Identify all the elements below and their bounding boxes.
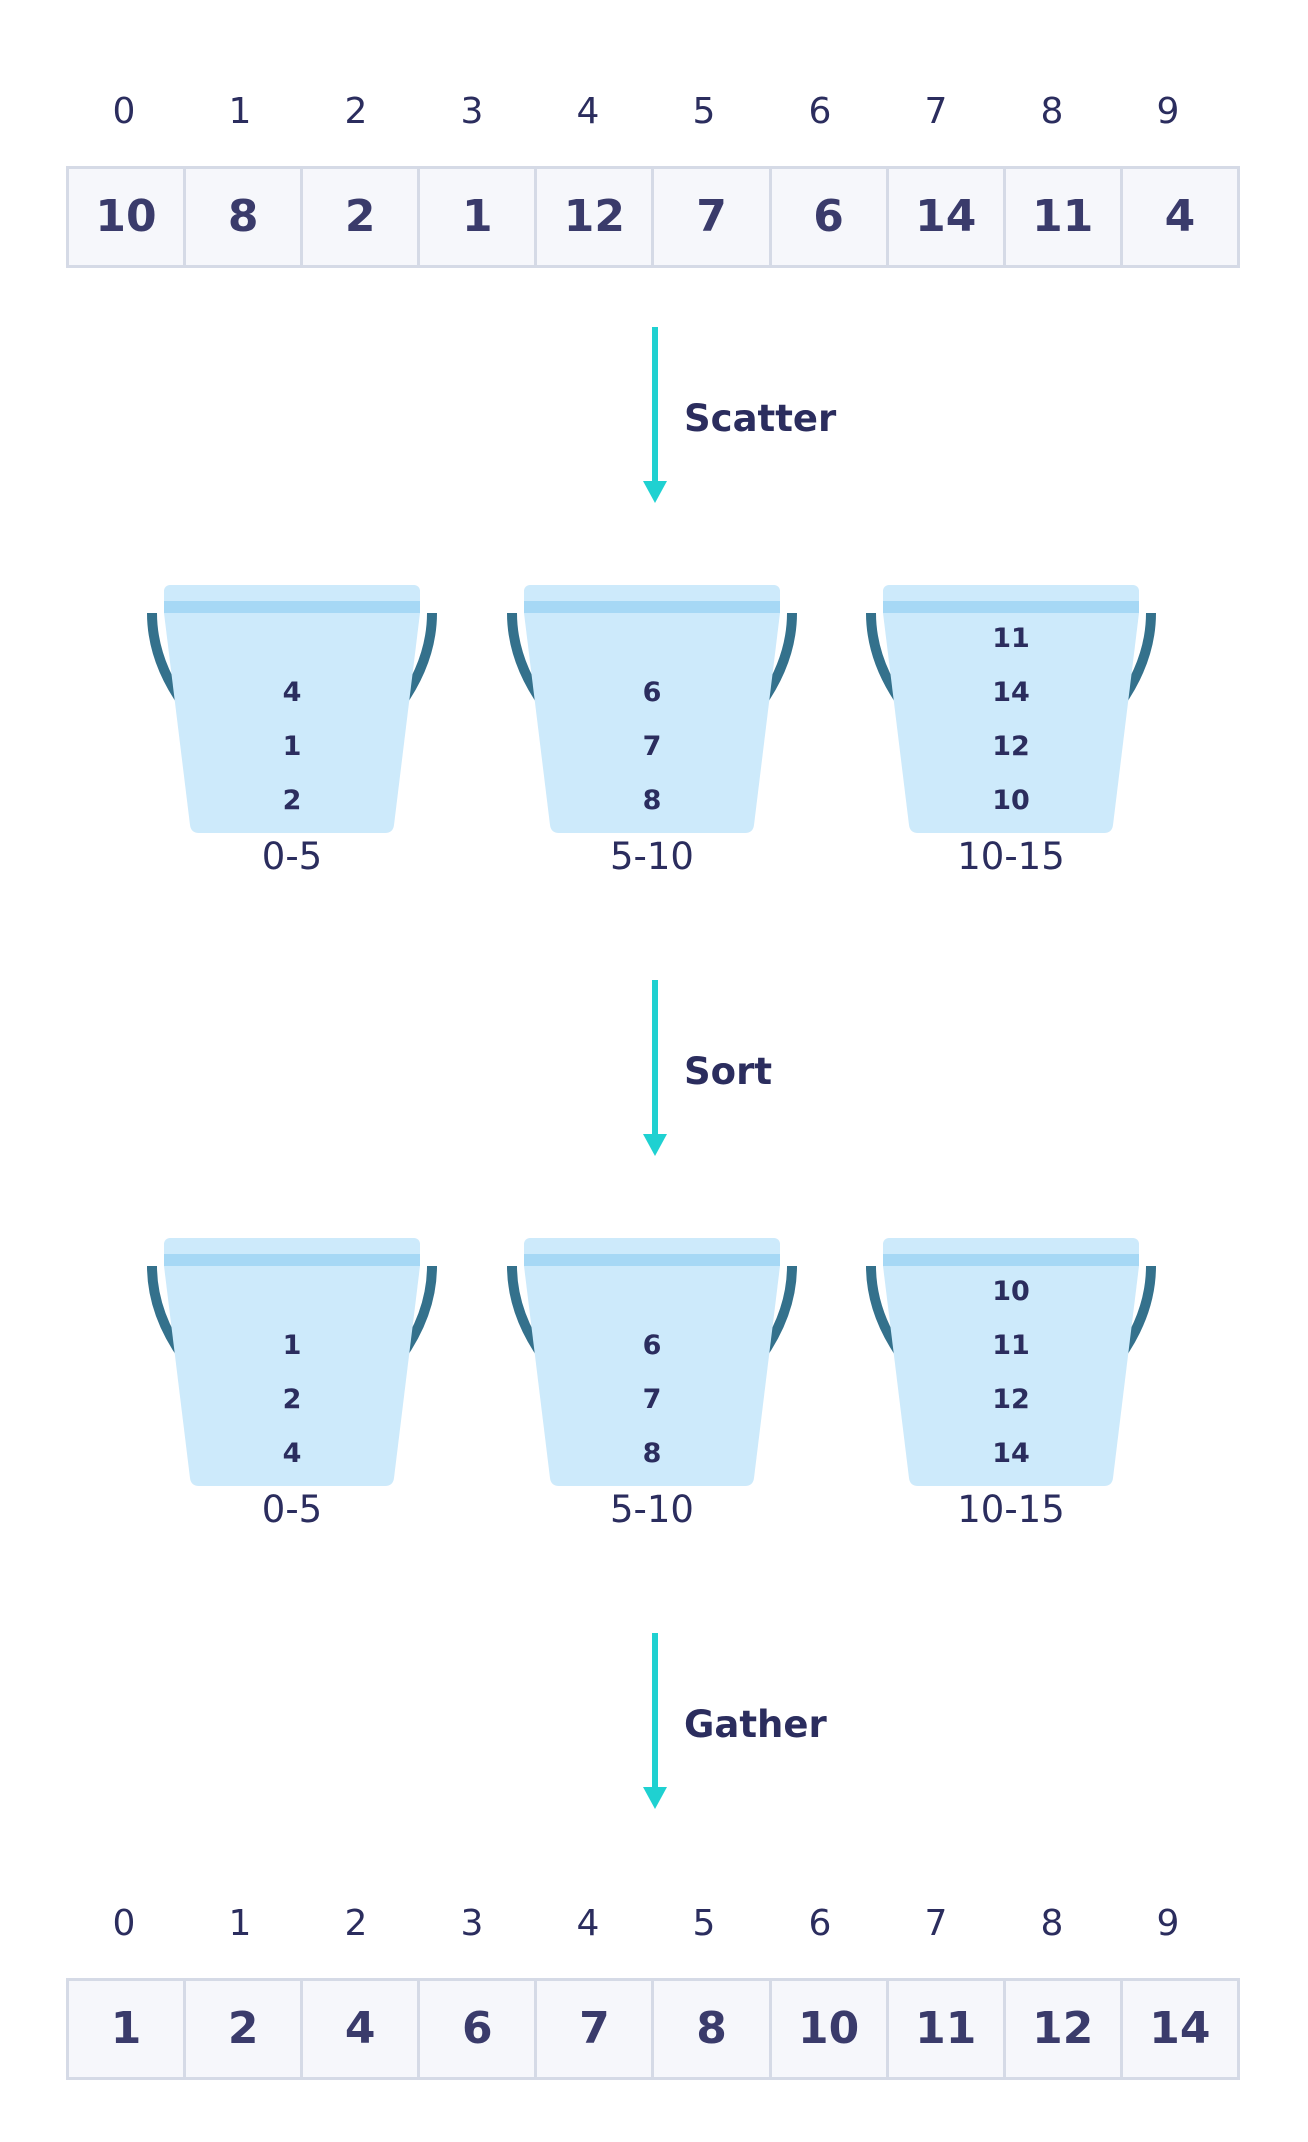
gather-label: Gather <box>684 1703 827 1746</box>
array-cells: 10 8 2 1 12 7 6 14 11 4 <box>66 166 1240 268</box>
bucket-range-label: 0-5 <box>261 835 323 878</box>
array-cell: 4 <box>1164 191 1196 242</box>
bucket-value: 4 <box>282 1438 302 1469</box>
bucket-0-5: 4 1 2 0-5 <box>142 585 442 885</box>
bucket-range-label: 5-10 <box>610 1488 694 1531</box>
index-label: 1 <box>228 1903 252 1944</box>
bucket-value: 10 <box>992 1276 1030 1307</box>
bucket-values: 10 11 12 14 <box>861 1271 1161 1481</box>
index-row: 0 1 2 3 4 5 6 7 8 9 <box>66 1894 1240 1954</box>
scatter-label: Scatter <box>684 397 837 440</box>
bucket-icon <box>866 1238 1156 1486</box>
index-label: 7 <box>924 91 948 132</box>
bucket-value: 10 <box>992 785 1030 816</box>
bucket-value: 12 <box>992 731 1030 762</box>
array-cell: 2 <box>303 169 421 265</box>
index-label: 9 <box>1156 91 1180 132</box>
array-cell: 4 <box>303 1981 421 2077</box>
sort-label: Sort <box>684 1050 773 1093</box>
bucket-value: 11 <box>992 623 1030 654</box>
bucket-range-label: 0-5 <box>261 1488 323 1531</box>
bucket-value: 11 <box>992 1330 1030 1361</box>
bucket-icon <box>147 585 437 833</box>
bucket-range-label: 10-15 <box>957 835 1065 878</box>
index-label: 4 <box>576 91 600 132</box>
array-cell: 10 <box>69 169 187 265</box>
bucket-values: 6 7 8 <box>502 618 802 828</box>
array-cell: 6 <box>772 169 889 265</box>
bucket-range-label: 5-10 <box>610 835 694 878</box>
index-label: 6 <box>808 1903 832 1944</box>
bucket-value: 6 <box>642 1330 662 1361</box>
index-label: 7 <box>924 1903 948 1944</box>
array-cell: 8 <box>186 169 304 265</box>
index-label: 3 <box>460 1903 484 1944</box>
bucket-icon <box>147 1238 437 1486</box>
index-label: 2 <box>344 91 368 132</box>
bucket-5-10: 6 7 8 5-10 <box>502 585 802 885</box>
bucket-value: 14 <box>992 1438 1030 1469</box>
array-cell: 2 <box>186 1981 304 2077</box>
array-cell: 12 <box>537 169 655 265</box>
bucket-value: 8 <box>642 785 662 816</box>
sorted-bucket-5-10: 6 7 8 5-10 <box>502 1238 802 1538</box>
bucket-value: 7 <box>642 1384 662 1415</box>
bucket-value: 14 <box>992 677 1030 708</box>
bucket-values: 4 1 2 <box>142 618 442 828</box>
array-cell: 14 <box>889 169 1006 265</box>
array-cell: 7 <box>537 1981 655 2077</box>
index-row: 0 1 2 3 4 5 6 7 8 9 <box>66 82 1240 142</box>
bucket-range-label: 10-15 <box>957 1488 1065 1531</box>
bucket-value: 2 <box>282 785 302 816</box>
bucket-values: 1 2 4 <box>142 1271 442 1481</box>
index-label: 8 <box>1040 1903 1064 1944</box>
array-cell: 1 <box>69 1981 187 2077</box>
bucket-value: 1 <box>282 1330 302 1361</box>
index-label: 4 <box>576 1903 600 1944</box>
bucket-icon <box>507 585 797 833</box>
index-label: 1 <box>228 91 252 132</box>
index-label: 3 <box>460 91 484 132</box>
array-cell: 11 <box>889 1981 1006 2077</box>
sorted-bucket-0-5: 1 2 4 0-5 <box>142 1238 442 1538</box>
index-label: 0 <box>112 1903 136 1944</box>
array-cells: 1 2 4 6 7 8 10 11 12 14 <box>66 1978 1240 2080</box>
bucket-value: 7 <box>642 731 662 762</box>
index-label: 9 <box>1156 1903 1180 1944</box>
bucket-values: 11 14 12 10 <box>861 618 1161 828</box>
input-array: 0 1 2 3 4 5 6 7 8 9 10 8 2 1 12 7 6 14 1… <box>66 82 1240 268</box>
array-cell: 14 <box>1149 2003 1211 2054</box>
bucket-value: 6 <box>642 677 662 708</box>
index-label: 2 <box>344 1903 368 1944</box>
array-cell: 7 <box>654 169 772 265</box>
array-cell: 11 <box>1006 169 1123 265</box>
bucket-value: 2 <box>282 1384 302 1415</box>
array-cell: 1 <box>420 169 538 265</box>
bucket-value: 12 <box>992 1384 1030 1415</box>
bucket-value: 1 <box>282 731 302 762</box>
sorted-bucket-10-15: 10 11 12 14 10-15 <box>861 1238 1161 1538</box>
bucket-value: 8 <box>642 1438 662 1469</box>
array-cell: 8 <box>654 1981 772 2077</box>
bucket-icon <box>866 585 1156 833</box>
bucket-value: 4 <box>282 677 302 708</box>
bucket-values: 6 7 8 <box>502 1271 802 1481</box>
index-label: 5 <box>692 91 716 132</box>
bucket-icon <box>507 1238 797 1486</box>
bucket-10-15: 11 14 12 10 10-15 <box>861 585 1161 885</box>
index-label: 0 <box>112 91 136 132</box>
array-cell: 10 <box>772 1981 889 2077</box>
output-array: 0 1 2 3 4 5 6 7 8 9 1 2 4 6 7 8 10 11 12… <box>66 1894 1240 2080</box>
array-cell: 12 <box>1006 1981 1123 2077</box>
array-cell: 6 <box>420 1981 538 2077</box>
index-label: 6 <box>808 91 832 132</box>
index-label: 8 <box>1040 91 1064 132</box>
index-label: 5 <box>692 1903 716 1944</box>
